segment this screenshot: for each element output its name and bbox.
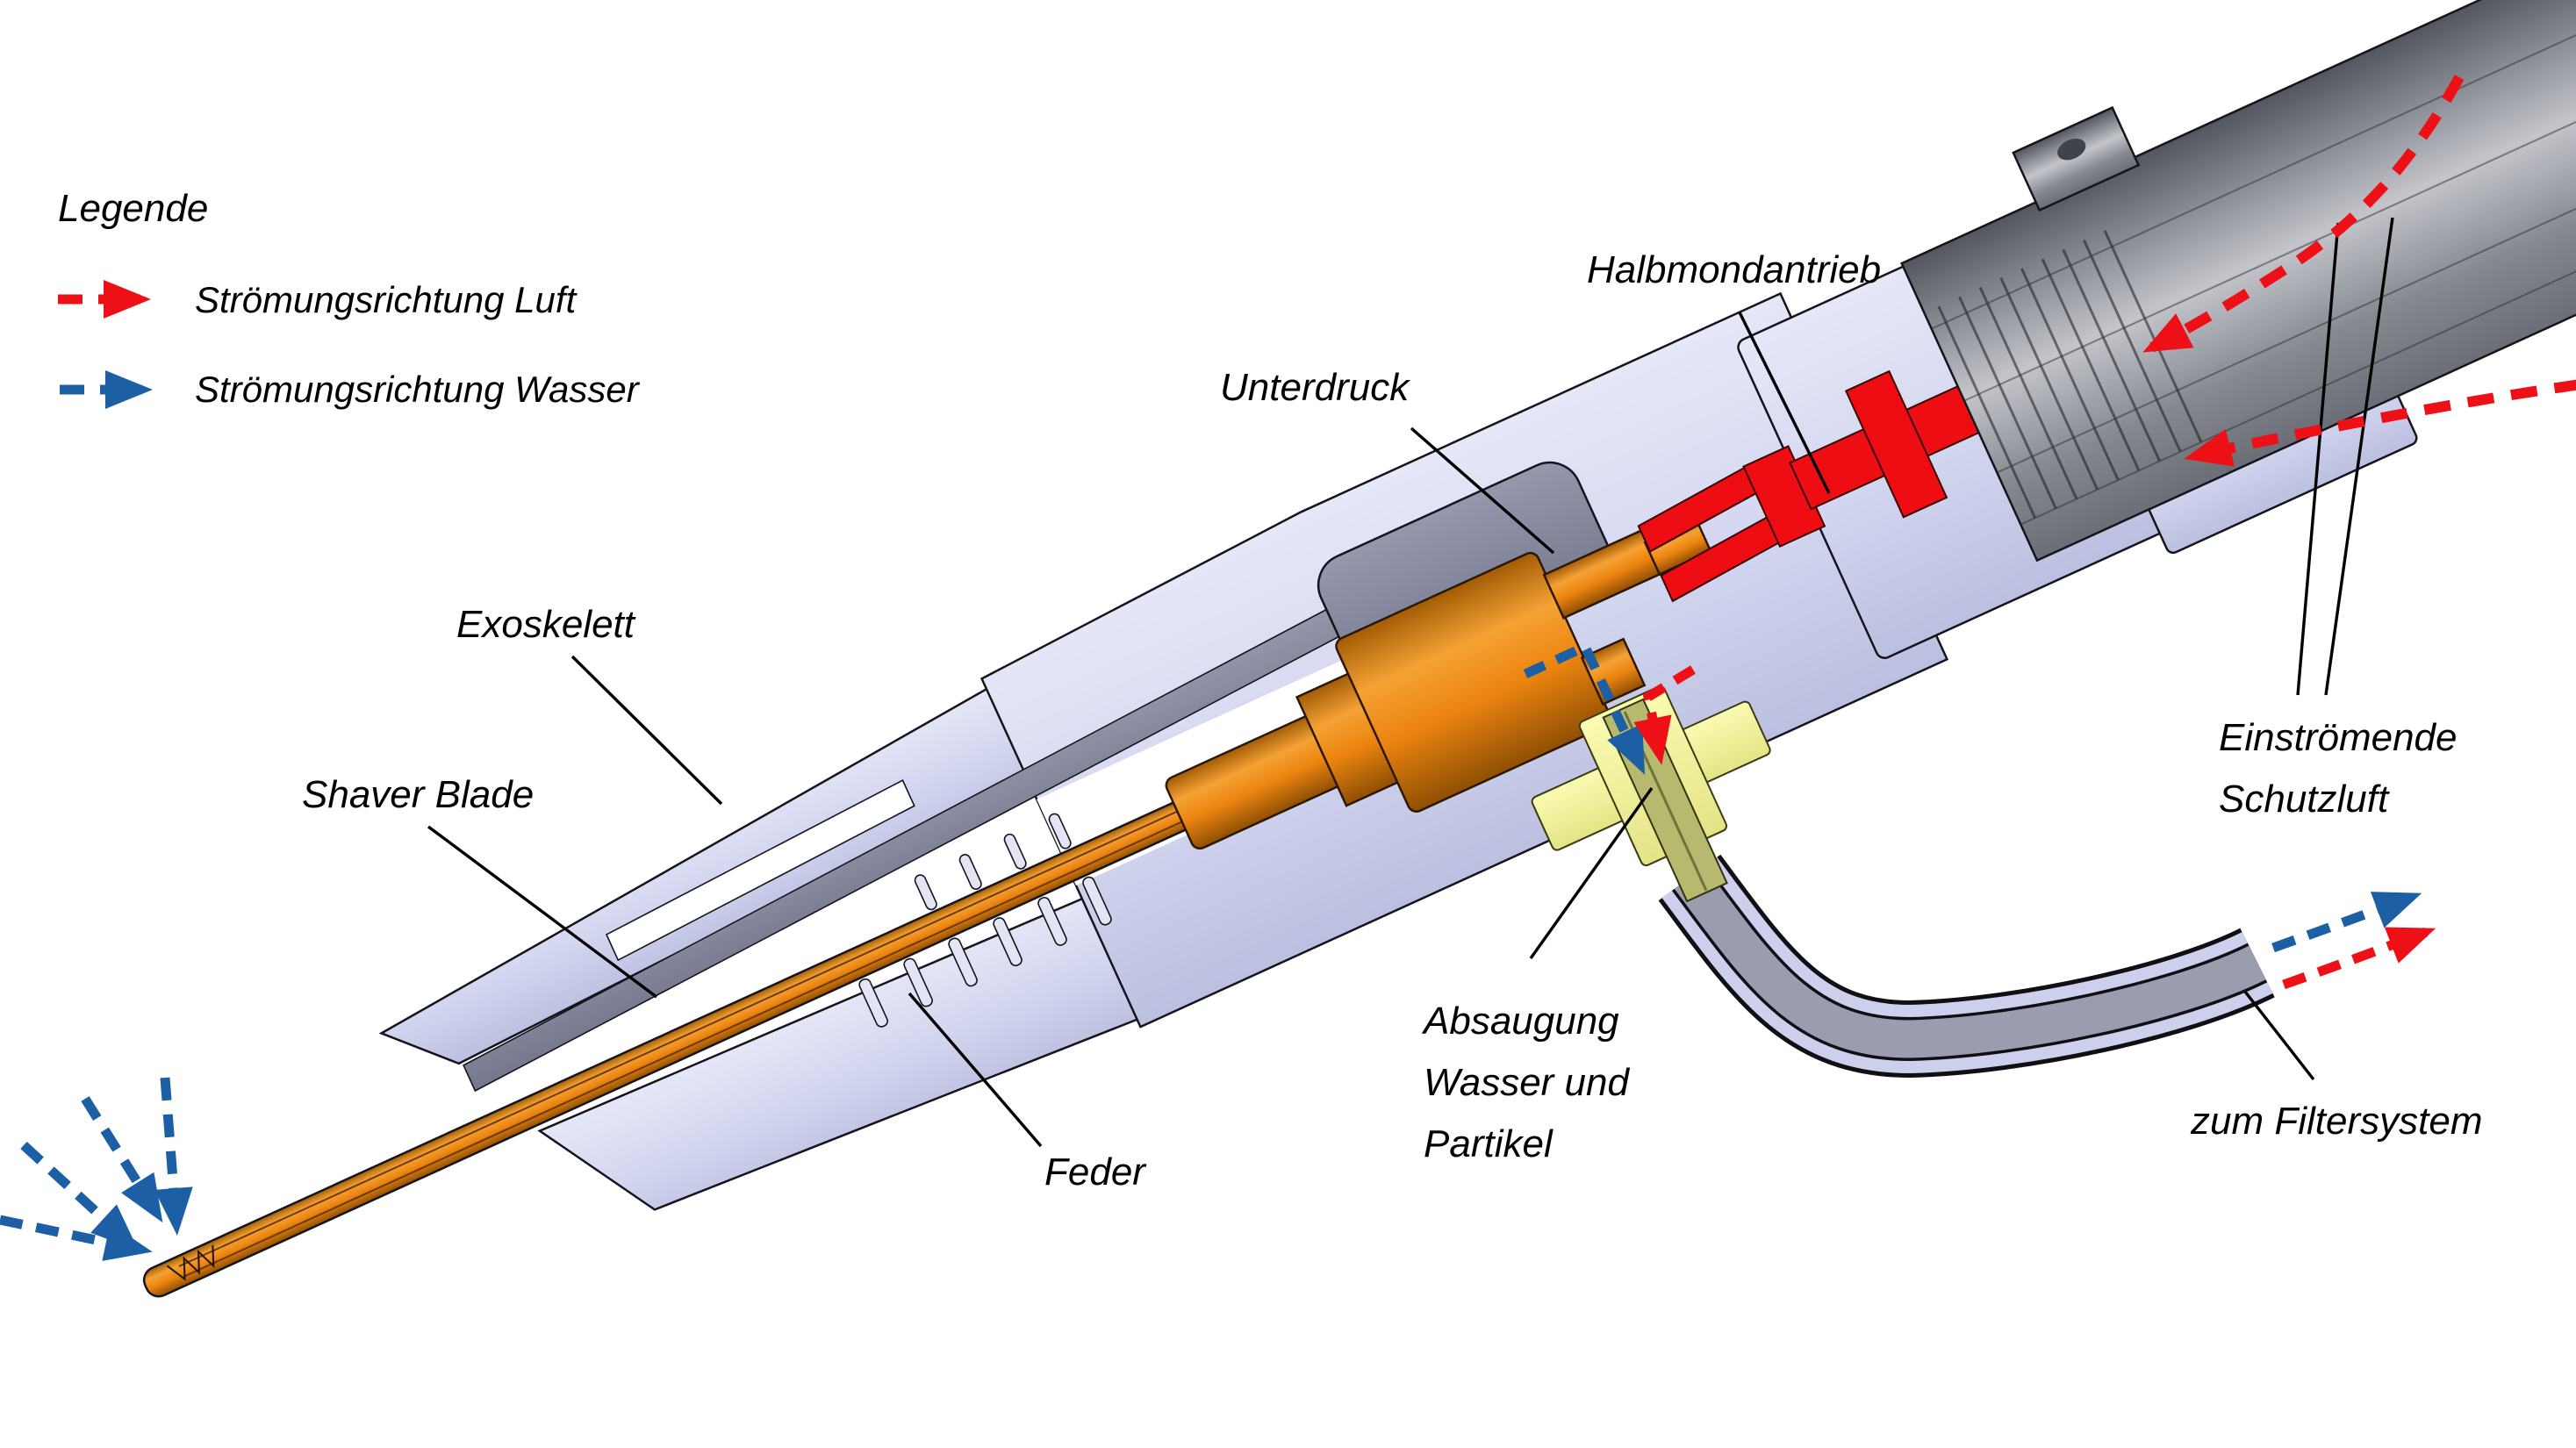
label-zum-filtersystem: zum Filtersystem <box>2190 1100 2482 1143</box>
label-unterdruck: Unterdruck <box>1220 366 1410 409</box>
legend-item-air-label: Strömungsrichtung Luft <box>195 279 578 320</box>
connector-top-boss <box>2012 105 2141 212</box>
blade-hub <box>1165 517 1712 850</box>
connector-boss-hole <box>2057 138 2086 161</box>
suction-outlet-tube <box>1658 854 2275 1079</box>
einstroemende-leader-1 <box>2296 222 2340 696</box>
halbmondantrieb-leader <box>1738 312 1831 494</box>
filtersystem-leader <box>2243 990 2315 1081</box>
unterdruck-leader <box>1410 427 1555 555</box>
legend-item-water-label: Strömungsrichtung Wasser <box>195 369 641 410</box>
label-halbmondantrieb: Halbmondantrieb <box>1587 248 1881 291</box>
water-inflow-arrow-1 <box>154 1077 193 1236</box>
rear-connector <box>1900 0 2576 563</box>
connector-seam-lines <box>1931 0 2576 526</box>
legend-title: Legende <box>58 187 208 230</box>
label-exoskelett: Exoskelett <box>456 603 636 646</box>
label-einstroemende-line1: Einströmende <box>2219 716 2457 759</box>
label-feder: Feder <box>1044 1151 1147 1194</box>
label-einstroemende-line2: Schutzluft <box>2219 778 2390 821</box>
einstroemende-leader-2 <box>2324 217 2394 696</box>
label-absaugung-line1: Absaugung <box>1421 1000 1619 1043</box>
device-cutaway <box>142 0 2576 1298</box>
shaver-blade-leader <box>427 825 658 999</box>
air-exit-arrow <box>2282 927 2436 990</box>
halfmoon-drive <box>1637 369 2009 603</box>
label-shaver-blade: Shaver Blade <box>302 773 534 816</box>
leader-lines <box>427 217 2394 1148</box>
blade-serration <box>166 1244 215 1281</box>
exoskelett-leader <box>570 655 723 806</box>
water-flow-arrows <box>0 370 2422 1261</box>
water-exit-arrow <box>2271 892 2422 953</box>
water-inflow-arrow-4 <box>0 1215 153 1261</box>
feder-leader <box>908 992 1043 1148</box>
air-inflow-curve-right <box>2184 379 2576 467</box>
air-internal-arrow <box>1633 665 1696 765</box>
spring-feder <box>858 813 1112 1028</box>
water-inflow-arrow-2 <box>81 1096 163 1223</box>
water-internal-arrow <box>1523 640 1646 775</box>
housing-window-slot <box>605 779 915 962</box>
labels-layer: Legende Strömungsrichtung Luft Strömungs… <box>58 187 2482 1194</box>
label-absaugung-line2: Wasser und <box>1424 1061 1630 1104</box>
air-flow-arrows <box>58 75 2576 990</box>
absaugung-leader <box>1529 787 1654 959</box>
air-inflow-curve-top <box>2142 75 2465 353</box>
label-absaugung-line3: Partikel <box>1424 1122 1553 1165</box>
